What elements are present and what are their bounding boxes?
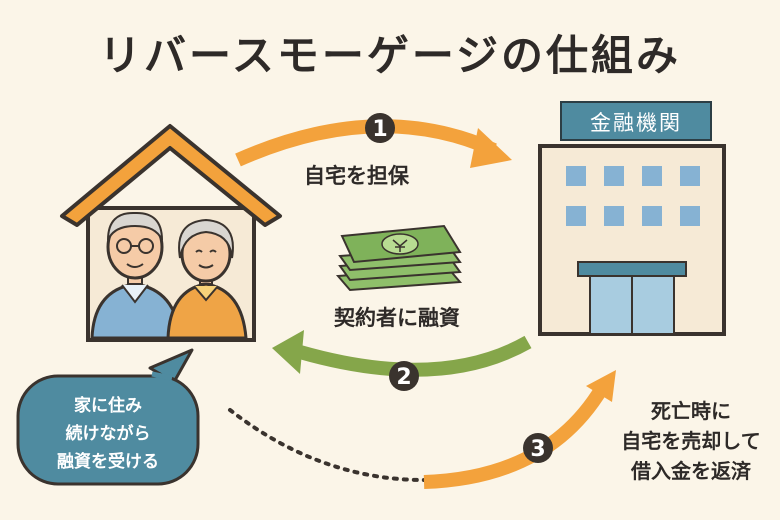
money-stack-icon [335,224,463,292]
step-3-label: 死亡時に 自宅を売却して 借入金を返済 [616,396,766,486]
step-2-number: 2 [396,365,411,390]
step-2-label: 契約者に融資 [334,306,460,330]
bank-sign: 金融機関 [560,101,712,141]
arrow-step-1: 1 [235,113,512,168]
bank-window [680,166,700,186]
step-1-marker [365,113,395,143]
bank-window [604,206,624,226]
step-1-label: 自宅を担保 [304,164,409,188]
arrow-step-3: 3 [423,370,616,489]
step-3-label-line: 借入金を返済 [631,459,751,483]
arrow-step-2: 2 [272,330,532,391]
bank-window [642,166,662,186]
dotted-connector [228,408,426,482]
step-3-marker [523,433,553,463]
step-3-label-line: 死亡時に [651,399,731,423]
step-1-number: 1 [372,117,387,142]
speech-bubble-line: 融資を受ける [57,452,159,472]
bank-window [680,206,700,226]
elderly-man-icon [90,211,182,340]
speech-bubble-line: 続けながら [65,424,151,444]
page-title: リバースモーゲージの仕組み [98,31,682,80]
elderly-woman-icon [166,218,248,340]
speech-bubble-line: 家に住み [74,396,142,416]
speech-bubble-text: 家に住み 続けながら 融資を受ける [26,392,190,476]
bank-window [604,166,624,186]
bank-building-icon [538,144,726,336]
bank-window [642,206,662,226]
step-3-number: 3 [530,437,545,462]
bank-window [566,166,586,186]
step-2-marker [389,361,419,391]
speech-bubble [16,348,200,486]
step-3-label-line: 自宅を売却して [621,429,761,453]
bank-window [566,206,586,226]
